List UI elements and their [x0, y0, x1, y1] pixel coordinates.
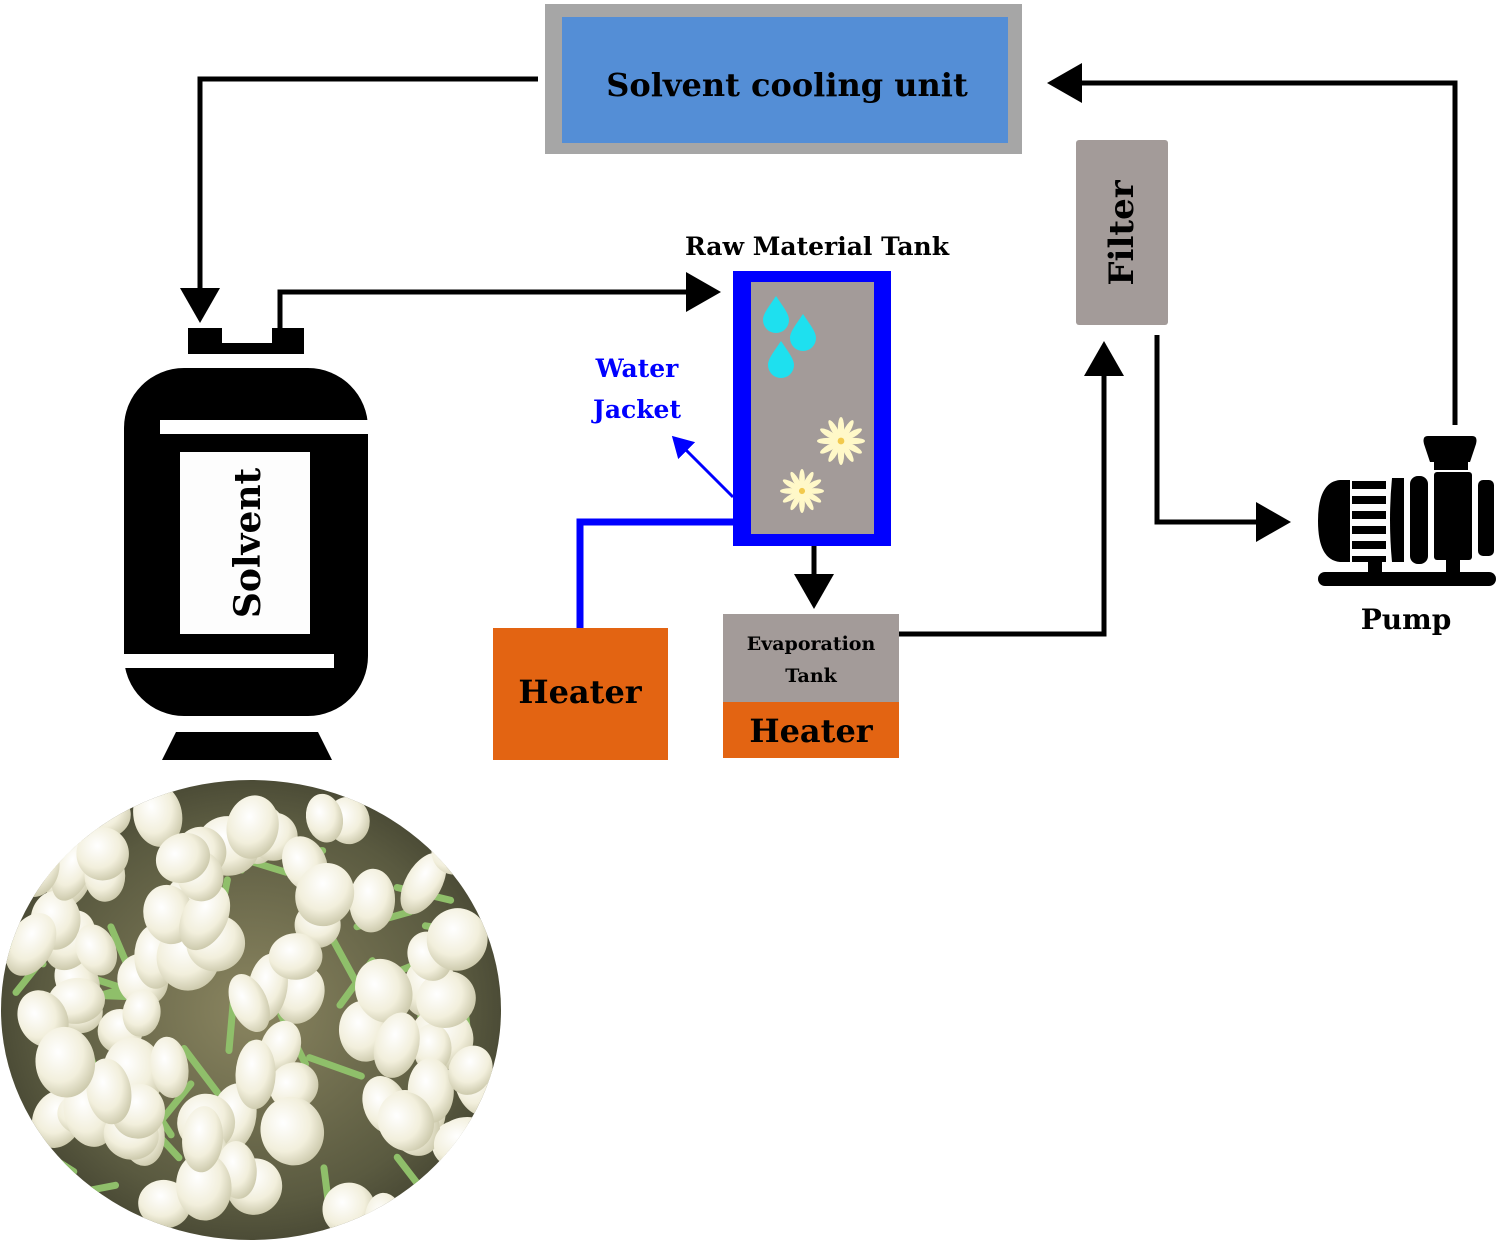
petal — [828, 420, 841, 440]
heater-1: Heater — [493, 628, 668, 760]
solvent-tank: Solvent — [124, 328, 368, 760]
petal — [790, 471, 802, 490]
petal — [803, 479, 822, 491]
hot-water-pipe — [576, 518, 735, 628]
petal — [782, 491, 801, 503]
petal — [828, 442, 841, 462]
cooling-unit-body — [562, 17, 1008, 143]
jasmine-bud — [155, 832, 211, 884]
heater-2-label: Heater — [749, 712, 873, 750]
petal — [820, 441, 840, 454]
jasmine-flowers-photo — [1, 780, 501, 1240]
jasmine-bud — [176, 1152, 232, 1221]
jasmine-bud — [349, 868, 396, 933]
jasmine-bud — [377, 1091, 435, 1152]
solvent-tank-band-bottom — [124, 654, 334, 668]
raw-material-tank-label: Raw Material Tank — [685, 232, 950, 261]
cooling-unit-label: Solvent cooling unit — [606, 66, 968, 104]
heater-1-label: Heater — [518, 673, 642, 711]
stem — [180, 1045, 221, 1096]
heater-2: Heater — [723, 702, 899, 758]
stem — [70, 1186, 82, 1240]
heater-1-body — [493, 628, 668, 760]
jasmine-bud — [228, 974, 270, 1032]
petal — [841, 442, 854, 462]
jasmine-bud — [226, 795, 279, 859]
evaporation-tank: Evaporation Tank — [723, 614, 899, 702]
droplet-icon — [768, 341, 794, 378]
flow-arrow-cooling-to-solvent — [180, 76, 538, 323]
jasmine-bud — [179, 884, 231, 951]
flow-arrow-filter-to-pump — [1154, 335, 1291, 542]
flow-arrow-solvent-to-raw-tank — [277, 272, 721, 328]
jasmine-bud — [260, 1096, 325, 1166]
evaporation-label-line2: Tank — [785, 665, 837, 687]
water-jacket-label-line1: Water — [595, 354, 680, 383]
pump-label: Pump — [1361, 603, 1452, 636]
stem — [18, 812, 79, 832]
jasmine-bud — [122, 989, 161, 1037]
petal — [802, 471, 814, 490]
jasmine-bud — [275, 966, 325, 1024]
jasmine-bud — [416, 970, 476, 1028]
raw-material-tank — [733, 271, 891, 546]
solvent-tank-window — [180, 452, 310, 634]
solvent-cooling-unit: Solvent cooling unit — [545, 4, 1022, 154]
evaporation-label-line1: Evaporation — [747, 633, 876, 655]
solvent-label: Solvent — [227, 467, 269, 618]
flower-center — [798, 487, 806, 495]
jasmine-bud — [295, 863, 355, 927]
jasmine-bud — [447, 1045, 493, 1095]
water-jacket-pointer — [671, 435, 735, 499]
jasmine-bud — [305, 793, 344, 843]
solvent-tank-base — [162, 732, 332, 760]
water-droplet-icons — [763, 296, 789, 333]
solvent-tank-band-top — [160, 420, 368, 434]
jasmine-bud — [75, 924, 118, 976]
filter: Filter — [1076, 140, 1168, 325]
jasmine-bud — [269, 1062, 319, 1110]
jasmine-bud — [235, 1039, 276, 1110]
jasmine-bud — [86, 1058, 132, 1125]
jasmine-bud — [426, 908, 488, 971]
stem — [452, 1144, 496, 1195]
petal — [782, 479, 801, 491]
petal — [842, 428, 862, 441]
heater-2-body — [723, 702, 899, 758]
jasmine-bud — [355, 958, 413, 1023]
petal — [790, 492, 802, 511]
petal — [803, 491, 822, 503]
droplet-icon — [790, 314, 816, 351]
filter-label: Filter — [1102, 179, 1142, 285]
jasmine-bud — [373, 1012, 420, 1078]
petal — [841, 420, 854, 440]
jasmine-bud — [35, 1026, 96, 1098]
stem — [306, 1054, 365, 1080]
pump-icon — [1318, 436, 1496, 586]
petal — [802, 492, 814, 511]
solvent-tank-cap — [188, 328, 304, 354]
flow-arrow-evaporation-to-filter — [899, 341, 1124, 637]
flow-arrow-pump-to-cooling — [1047, 63, 1458, 425]
jasmine-bud — [5, 913, 57, 976]
jasmine-bud — [76, 827, 129, 881]
jasmine-bud — [150, 1036, 189, 1099]
flower-icon — [780, 469, 824, 513]
evaporation-tank-body — [723, 614, 899, 702]
petal — [820, 428, 840, 441]
jasmine-bud — [268, 933, 323, 980]
jasmine-bud — [400, 852, 447, 915]
flower-center — [837, 437, 845, 445]
water-jacket-label-line2: Jacket — [591, 395, 681, 424]
petal — [842, 441, 862, 454]
jasmine-bud — [182, 1106, 224, 1173]
flower-icon — [817, 417, 865, 465]
droplet-icon — [763, 296, 789, 333]
filter-body — [1076, 140, 1168, 325]
jasmine-bud — [460, 795, 498, 846]
